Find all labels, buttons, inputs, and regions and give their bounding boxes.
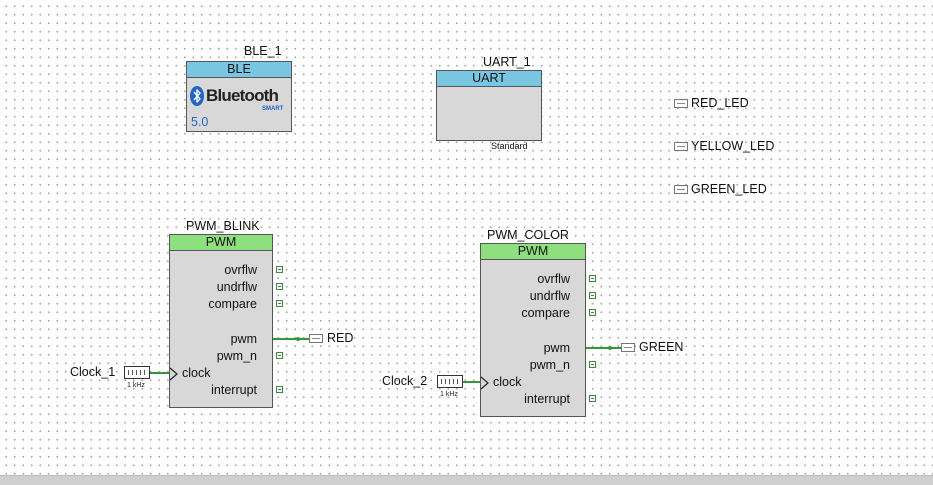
ble-type-header: BLE (187, 62, 291, 78)
pwm-blink-pwm-n-terminal[interactable] (276, 352, 283, 359)
pwm-color-component[interactable]: PWM ovrflw undrflw compare pwm pwm_n clo… (480, 243, 586, 417)
wire-pwm-blink-to-red[interactable] (273, 338, 309, 340)
clock-2-label: Clock_2 (382, 374, 428, 388)
ble-version: 5.0 (191, 115, 209, 129)
pwm-color-instance-name: PWM_COLOR (487, 228, 569, 242)
uart-type-header: UART (437, 71, 541, 87)
uart-mode-label: Standard (491, 141, 528, 151)
red-led-port-icon[interactable] (674, 99, 688, 108)
pwm-color-pin-interrupt: interrupt (524, 392, 570, 406)
wire-pwm-color-to-green[interactable] (586, 347, 621, 349)
pwm-blink-interrupt-terminal[interactable] (276, 386, 283, 393)
pwm-blink-pin-clock: clock (182, 366, 211, 380)
horizontal-scrollbar[interactable] (0, 475, 933, 485)
pwm-blink-pin-interrupt: interrupt (211, 383, 257, 397)
wire-junction-dot (608, 346, 612, 350)
clock-1-label: Clock_1 (70, 365, 116, 379)
pwm-color-pin-ovrflw: ovrflw (537, 272, 570, 286)
bluetooth-icon (190, 86, 204, 106)
pwm-color-type-header: PWM (481, 244, 585, 260)
pwm-blink-instance-name: PWM_BLINK (186, 219, 260, 233)
red-led-port-label: RED_LED (691, 96, 749, 110)
wire-clock-2-to-pwm-color[interactable] (463, 381, 480, 383)
ble-component[interactable]: BLE Bluetooth SMART 5.0 (186, 61, 292, 132)
pwm-color-pin-undrflw: undrflw (529, 289, 570, 303)
pwm-color-pin-pwm-n: pwm_n (529, 358, 570, 372)
pwm-blink-pin-undrflw: undrflw (216, 280, 257, 294)
pwm-color-clock-input-icon (480, 376, 489, 390)
pwm-color-pin-compare: compare (521, 306, 570, 320)
pwm-blink-component[interactable]: PWM ovrflw undrflw compare pwm pwm_n clo… (169, 234, 273, 408)
wire-junction-dot (296, 337, 300, 341)
pwm-blink-ovrflw-terminal[interactable] (276, 266, 283, 273)
pwm-blink-pin-compare: compare (208, 297, 257, 311)
pwm-color-compare-terminal[interactable] (589, 309, 596, 316)
pwm-color-interrupt-terminal[interactable] (589, 395, 596, 402)
green-led-port-icon[interactable] (674, 185, 688, 194)
pwm-blink-pin-ovrflw: ovrflw (224, 263, 257, 277)
clock-1-block[interactable] (124, 366, 150, 379)
pwm-color-undrflw-terminal[interactable] (589, 292, 596, 299)
green-port-icon[interactable] (621, 343, 635, 352)
wire-clock-1-to-pwm-blink[interactable] (150, 372, 169, 374)
uart-component[interactable]: UART (436, 70, 542, 141)
pwm-blink-compare-terminal[interactable] (276, 300, 283, 307)
pwm-blink-pin-pwm: pwm (230, 332, 257, 346)
clock-2-frequency: 1 kHz (440, 391, 458, 398)
red-port-icon[interactable] (309, 334, 323, 343)
green-port-label: GREEN (639, 340, 684, 354)
clock-1-frequency: 1 kHz (127, 382, 145, 389)
bluetooth-smart-text: SMART (262, 106, 284, 112)
ble-instance-name: BLE_1 (244, 44, 282, 58)
pwm-color-pin-clock: clock (493, 375, 522, 389)
pwm-blink-type-header: PWM (170, 235, 272, 251)
pwm-color-pin-pwm: pwm (543, 341, 570, 355)
pwm-blink-pin-pwm-n: pwm_n (216, 349, 257, 363)
pwm-blink-undrflw-terminal[interactable] (276, 283, 283, 290)
yellow-led-port-label: YELLOW_LED (691, 139, 775, 153)
pwm-blink-clock-input-icon (169, 367, 178, 381)
green-led-port-label: GREEN_LED (691, 182, 767, 196)
yellow-led-port-icon[interactable] (674, 142, 688, 151)
bluetooth-logo: Bluetooth SMART (190, 86, 290, 116)
clock-2-block[interactable] (437, 375, 463, 388)
pwm-color-ovrflw-terminal[interactable] (589, 275, 596, 282)
pwm-color-pwm-n-terminal[interactable] (589, 361, 596, 368)
red-port-label: RED (327, 331, 354, 345)
bluetooth-logo-text: Bluetooth (206, 86, 279, 105)
uart-instance-name: UART_1 (483, 55, 531, 69)
